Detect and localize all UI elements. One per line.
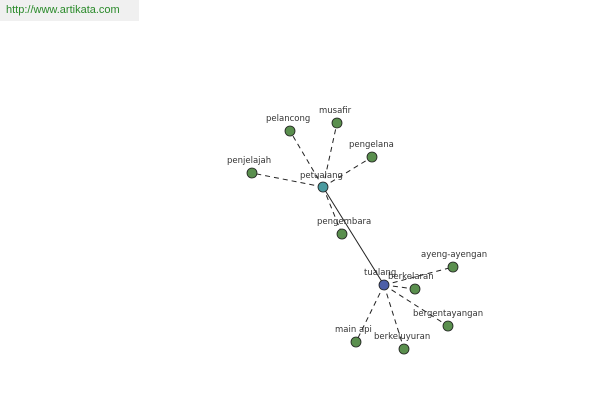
edge-tualang-main-api (355, 284, 385, 343)
node-label-berkeluyuran[interactable]: berkeluyuran (374, 332, 430, 342)
edge-petualang-pengelana (322, 156, 373, 188)
node-label-tualang[interactable]: tualang (364, 268, 396, 278)
node-penjelajah[interactable] (246, 167, 258, 179)
edge-petualang-tualang (322, 186, 385, 286)
edge-tualang-ayeng-ayengan (383, 266, 454, 286)
node-label-main-api[interactable]: main api (335, 325, 372, 335)
node-petualang[interactable] (317, 181, 329, 193)
node-label-pengelana[interactable]: pengelana (349, 140, 394, 150)
node-tualang[interactable] (378, 279, 390, 291)
edge-tualang-berkeluyuran (383, 284, 405, 350)
node-label-penjelajah[interactable]: penjelajah (227, 156, 271, 166)
labels-layer: petualang tualang musafir pelancong pengelan… (227, 106, 487, 342)
node-bergentayangan[interactable] (442, 320, 454, 332)
edge-petualang-penjelajah (251, 172, 324, 188)
node-pengembara[interactable] (336, 228, 348, 240)
node-label-pelancong[interactable]: pelancong (266, 114, 310, 124)
node-ayeng-ayengan[interactable] (447, 261, 459, 273)
edge-petualang-musafir (322, 122, 338, 188)
edges-layer (251, 122, 454, 350)
node-berkeluyuran[interactable] (398, 343, 410, 355)
source-url-banner[interactable]: http://www.artikata.com (0, 0, 139, 21)
node-label-musafir[interactable]: musafir (319, 106, 352, 116)
node-label-petualang[interactable]: petualang (300, 171, 343, 181)
node-pelancong[interactable] (284, 125, 296, 137)
node-label-bergentayangan[interactable]: bergentayangan (413, 309, 483, 319)
node-label-ayeng-ayengan[interactable]: ayeng-ayengan (421, 250, 487, 260)
node-label-pengembara[interactable]: pengembara (317, 217, 371, 227)
node-main-api[interactable] (350, 336, 362, 348)
node-musafir[interactable] (331, 117, 343, 129)
node-label-berkelaran[interactable]: berkelaran (388, 272, 434, 282)
edge-tualang-bergentayangan (383, 284, 449, 327)
nodes-layer (246, 117, 459, 355)
node-pengelana[interactable] (366, 151, 378, 163)
node-berkelaran[interactable] (409, 283, 421, 295)
edge-petualang-pelancong (289, 130, 324, 188)
